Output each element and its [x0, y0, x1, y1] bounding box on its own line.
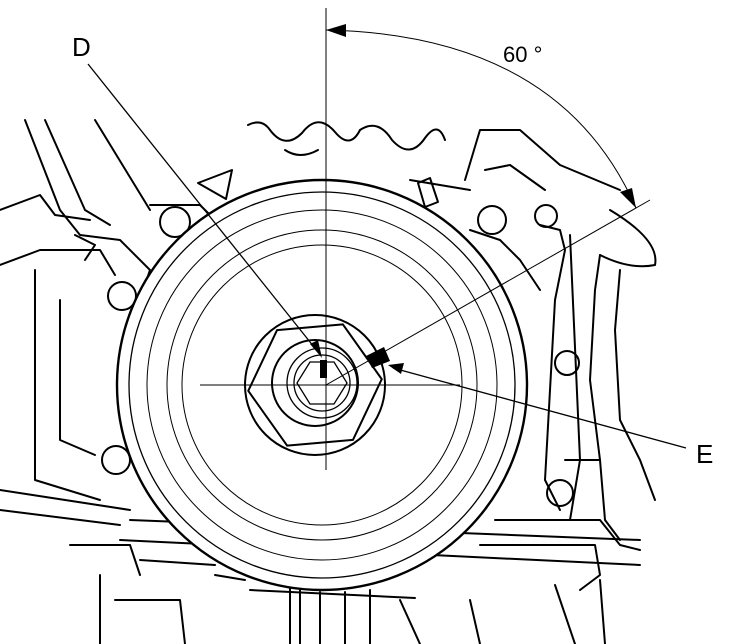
pulley-mark-e [366, 347, 390, 368]
engine-block-left [0, 119, 211, 644]
timing-marks [197, 169, 439, 208]
leader-lines [87, 63, 687, 449]
cover-edge-wave [247, 121, 446, 156]
crankshaft-mark-d [320, 360, 327, 378]
label-e: E [696, 439, 713, 469]
angle-dimension [325, 24, 637, 209]
angle-label: 60 ° [503, 42, 542, 67]
engine-block-right [399, 129, 657, 644]
bolt-holes [101, 204, 580, 507]
label-d: D [72, 32, 91, 62]
